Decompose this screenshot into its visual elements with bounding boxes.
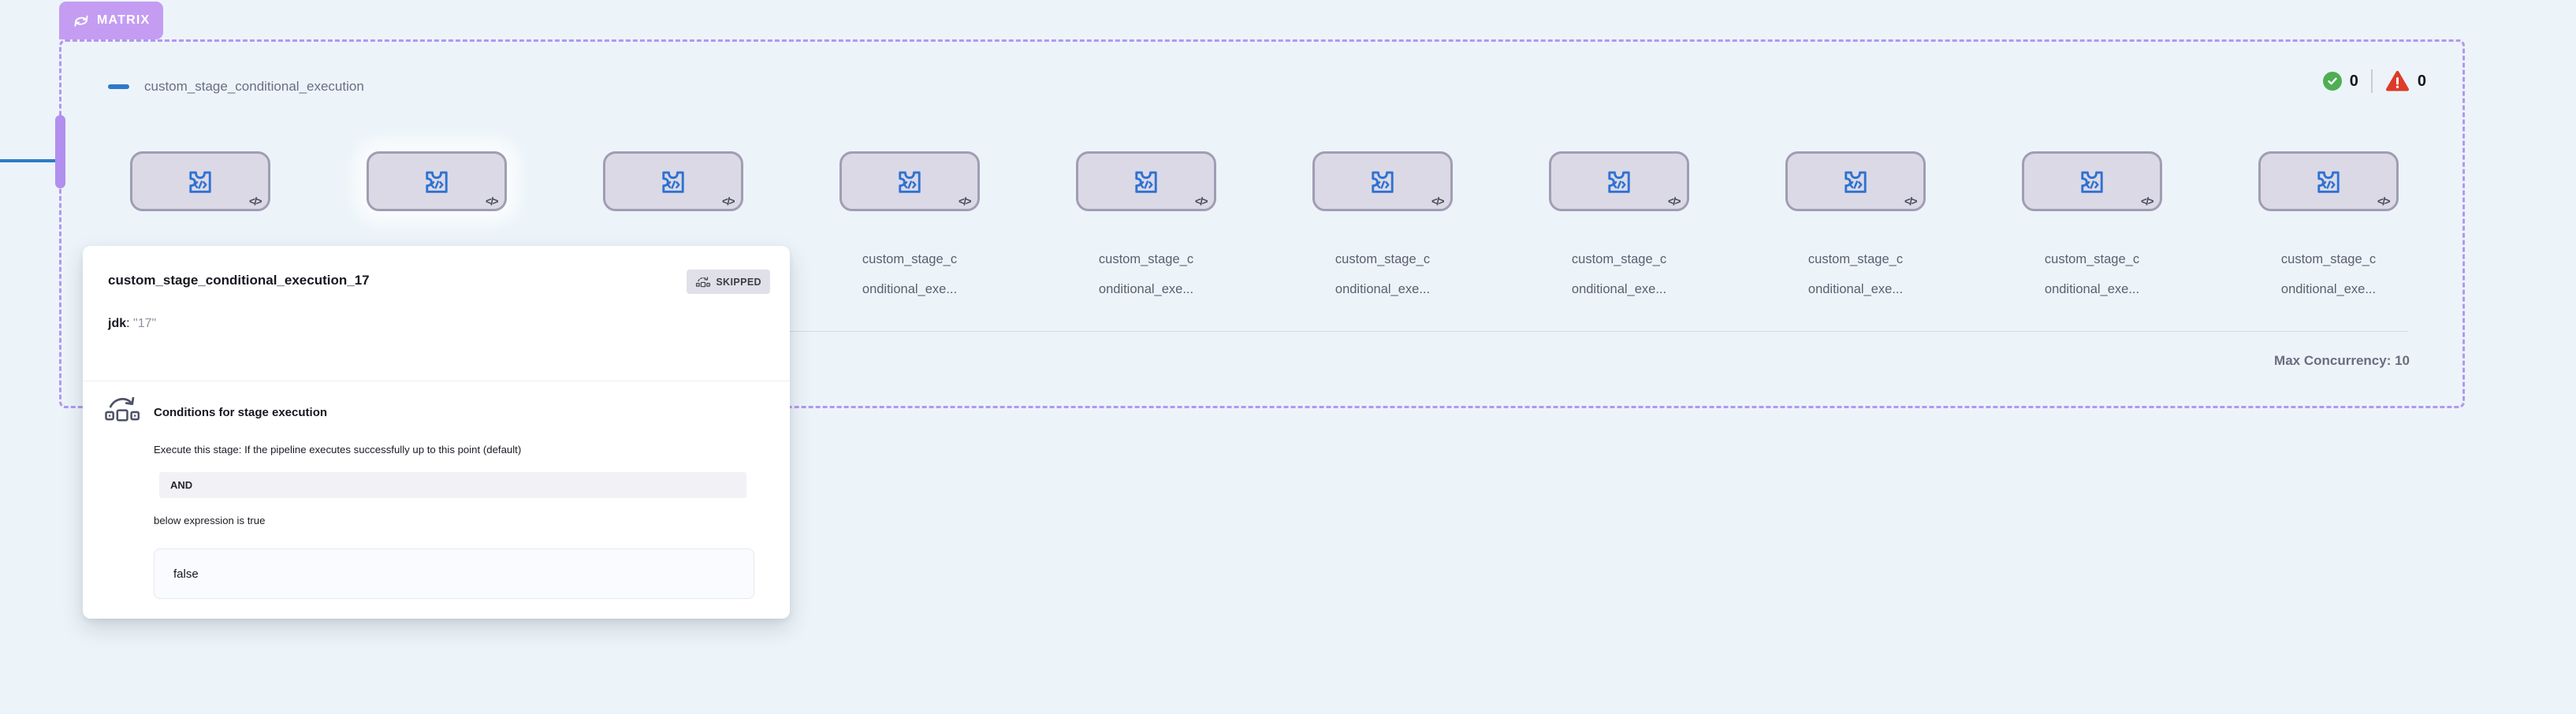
matrix-badge[interactable]: MATRIX: [59, 2, 164, 39]
code-icon: </>: [721, 195, 735, 207]
code-step-icon: [2317, 171, 2340, 193]
code-icon: </>: [2377, 195, 2391, 207]
matrix-param-line: jdk: "17": [108, 317, 157, 330]
skip-icon: [696, 277, 711, 287]
code-step-icon: [1135, 171, 1157, 193]
stage-node-box[interactable]: </>: [839, 151, 980, 211]
matrix-badge-label: MATRIX: [97, 13, 151, 27]
code-icon: </>: [248, 195, 262, 207]
status-badge-label: SKIPPED: [716, 276, 761, 288]
param-key: jdk: [108, 317, 127, 330]
stage-node-6[interactable]: </> custom_stage_c onditional_exe...: [1312, 151, 1453, 296]
code-icon: </>: [1194, 195, 1208, 207]
matrix-status-counters: 0 0: [2322, 69, 2426, 93]
conditions-heading: Conditions for stage execution: [154, 406, 328, 419]
pipeline-connector-line: [0, 159, 61, 162]
tooltip-title: custom_stage_conditional_execution_17: [108, 273, 370, 288]
stage-label: custom_stage_c onditional_exe...: [2280, 252, 2377, 296]
stage-node-10[interactable]: </> custom_stage_c onditional_exe...: [2258, 151, 2399, 296]
collapse-icon[interactable]: [108, 84, 129, 89]
code-step-icon: [1845, 171, 1867, 193]
expression-value-box: false: [154, 549, 754, 599]
stage-node-box[interactable]: </>: [1076, 151, 1216, 211]
matrix-group-container: [59, 39, 2465, 408]
stage-node-4[interactable]: </> custom_stage_c onditional_exe...: [839, 151, 980, 296]
conditions-expression-text: below expression is true: [154, 515, 266, 526]
stage-node-box[interactable]: </>: [367, 151, 507, 211]
stage-node-box[interactable]: </>: [1549, 151, 1689, 211]
code-icon: </>: [2140, 195, 2154, 207]
code-step-icon: [1372, 171, 1394, 193]
stage-node-box[interactable]: </>: [603, 151, 743, 211]
stage-node-box[interactable]: </>: [2258, 151, 2399, 211]
code-step-icon: [899, 171, 921, 193]
status-badge: SKIPPED: [687, 270, 770, 294]
expression-value: false: [173, 567, 199, 581]
stage-tooltip-card: custom_stage_conditional_execution_17 SK…: [83, 246, 790, 619]
stage-node-2[interactable]: </>: [367, 151, 507, 211]
stage-label: custom_stage_c onditional_exe...: [2044, 252, 2140, 296]
warning-triangle-icon: [2385, 71, 2409, 91]
code-icon: </>: [485, 195, 499, 207]
code-step-icon: [662, 171, 684, 193]
matrix-left-port: [55, 115, 65, 188]
check-circle-icon: [2322, 72, 2342, 91]
code-icon: </>: [1667, 195, 1681, 207]
status-divider: [2370, 69, 2373, 93]
stage-node-5[interactable]: </> custom_stage_c onditional_exe...: [1076, 151, 1216, 296]
success-count: 0: [2349, 72, 2358, 90]
code-icon: </>: [958, 195, 972, 207]
stage-node-box[interactable]: </>: [2022, 151, 2162, 211]
stage-node-box[interactable]: </>: [1785, 151, 1926, 211]
conditions-default-text: Execute this stage: If the pipeline exec…: [154, 444, 522, 456]
operator-bar: AND: [159, 472, 746, 498]
stage-node-box[interactable]: </>: [1312, 151, 1453, 211]
stage-label: custom_stage_c onditional_exe...: [1098, 252, 1194, 296]
code-step-icon: [1608, 171, 1630, 193]
max-concurrency-label: Max Concurrency: 10: [2274, 353, 2410, 368]
conditional-execution-icon: [105, 396, 140, 422]
stage-label: custom_stage_c onditional_exe...: [862, 252, 958, 296]
stage-node-7[interactable]: </> custom_stage_c onditional_exe...: [1549, 151, 1689, 296]
stage-node-3[interactable]: </>: [603, 151, 743, 211]
stage-node-1[interactable]: </>: [130, 151, 270, 211]
code-icon: </>: [1431, 195, 1445, 207]
stage-node-box[interactable]: </>: [130, 151, 270, 211]
stage-label: custom_stage_c onditional_exe...: [1335, 252, 1431, 296]
stage-label: custom_stage_c onditional_exe...: [1571, 252, 1667, 296]
matrix-group-title: custom_stage_conditional_execution: [144, 79, 364, 94]
error-count: 0: [2417, 72, 2426, 90]
stage-label: custom_stage_c onditional_exe...: [1807, 252, 1904, 296]
code-step-icon: [2081, 171, 2103, 193]
stage-node-9[interactable]: </> custom_stage_c onditional_exe...: [2022, 151, 2162, 296]
stage-node-8[interactable]: </> custom_stage_c onditional_exe...: [1785, 151, 1926, 296]
footer-divider: [95, 331, 2408, 332]
operator-label: AND: [170, 479, 193, 491]
code-step-icon: [426, 171, 448, 193]
code-icon: </>: [1904, 195, 1918, 207]
code-step-icon: [189, 171, 211, 193]
loop-icon: [74, 15, 88, 27]
param-value: "17": [133, 317, 157, 330]
